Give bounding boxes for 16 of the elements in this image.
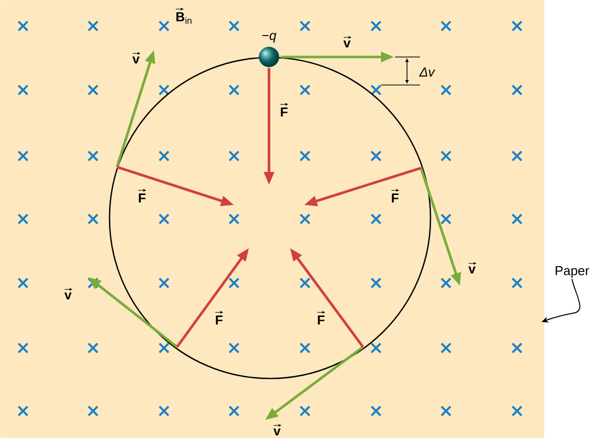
- text-label: Paper: [556, 266, 590, 278]
- vector-label: v: [64, 288, 72, 300]
- paper-sheet: [0, 0, 544, 438]
- vector-label: B$_{in}$: [176, 8, 192, 24]
- vector-label: F: [138, 189, 146, 202]
- vector-label: v: [343, 36, 352, 48]
- vector-label: F: [215, 311, 223, 324]
- charge-label: −q: [262, 32, 276, 43]
- vector-label: F: [280, 103, 288, 116]
- vector-label: v: [132, 52, 140, 64]
- vector-label: v: [273, 424, 282, 436]
- vector-label: F: [391, 189, 399, 202]
- vector-label: F: [317, 311, 325, 324]
- charged-particle: [258, 46, 280, 68]
- vector-label: v: [468, 262, 476, 274]
- text-label: Δv: [419, 68, 436, 76]
